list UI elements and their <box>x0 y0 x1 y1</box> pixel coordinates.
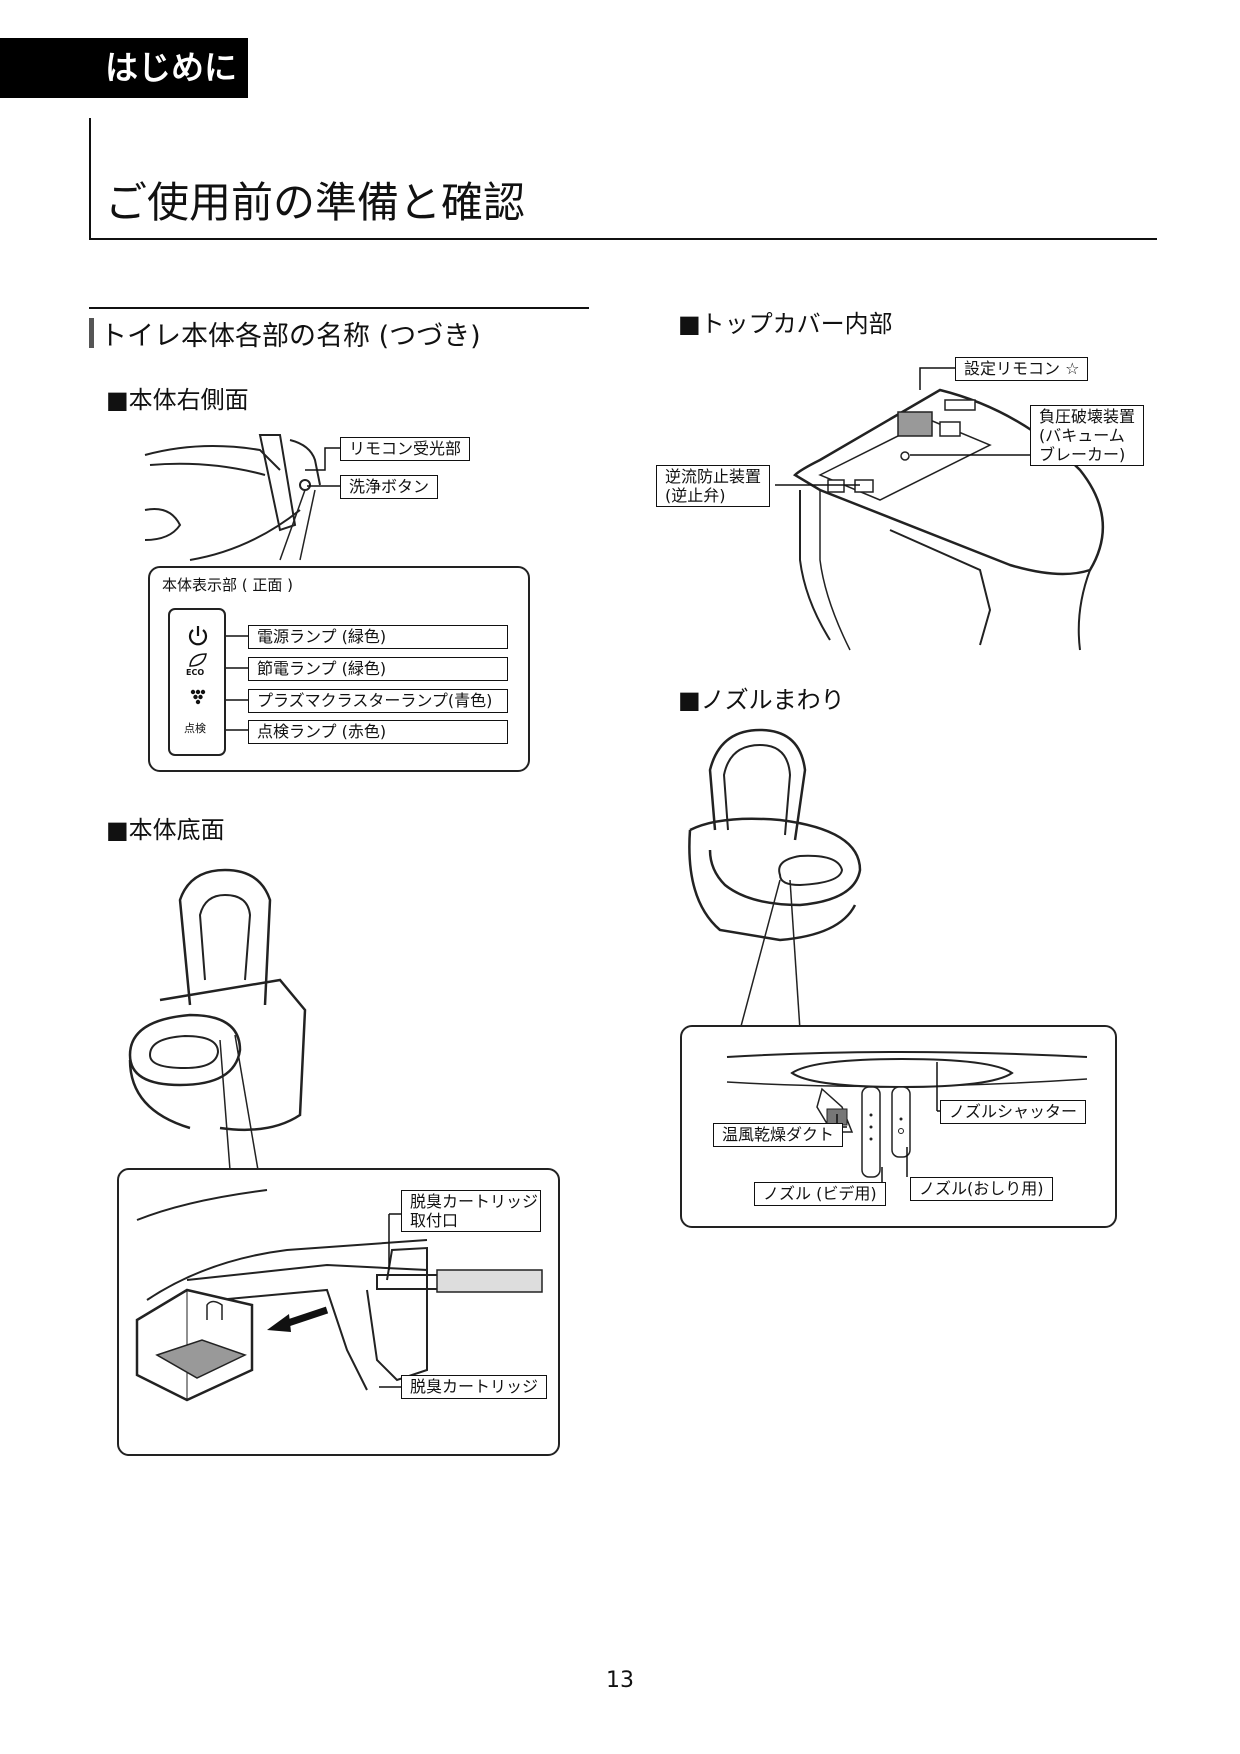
eco-leaf-icon <box>189 653 207 667</box>
label-flush-button: 洗浄ボタン <box>340 475 439 499</box>
top-cover-illustration <box>792 388 1105 651</box>
top-cover-leader-lines <box>775 367 1030 486</box>
label-dryer-duct: 温風乾燥ダクト <box>713 1123 844 1147</box>
nozzle-inset: ノズルシャッター 温風乾燥ダクト ノズル (ビデ用) ノズル(おしり用) <box>680 1025 1117 1228</box>
label-remote-receiver: リモコン受光部 <box>340 437 471 461</box>
chapter-tab: はじめに <box>0 38 248 98</box>
label-power-lamp: 電源ランプ (緑色) <box>248 625 508 649</box>
cartridge-inset: 脱臭カートリッジ 取付口 脱臭カートリッジ <box>117 1168 560 1456</box>
label-eco-lamp: 節電ランプ (緑色) <box>248 657 508 681</box>
toilet-right-side-illustration <box>144 434 321 561</box>
label-cartridge: 脱臭カートリッジ <box>401 1375 548 1399</box>
label-cartridge-port: 脱臭カートリッジ 取付口 <box>401 1190 541 1232</box>
label-backflow-device: 逆流防止装置 (逆止弁) <box>656 465 771 507</box>
label-bidet-nozzle: ノズル (ビデ用) <box>754 1182 886 1206</box>
display-panel-title: 本体表示部 ( 正面 ) <box>162 576 294 594</box>
section-rule <box>89 307 589 309</box>
label-vacuum-breaker: 負圧破壊装置 (バキューム ブレーカー) <box>1030 405 1145 466</box>
display-panel-inset: 本体表示部 ( 正面 ) ECO 点検 電源ランプ (緑色) 節電ランプ (緑色… <box>148 566 530 772</box>
display-panel-strip <box>168 608 226 756</box>
toilet-nozzle-illustration <box>688 728 862 1031</box>
power-icon <box>188 626 208 646</box>
page-title: ご使用前の準備と確認 <box>105 178 526 227</box>
label-settings-remote: 設定リモコン ☆ <box>955 357 1089 381</box>
plasma-cluster-icon <box>190 689 206 705</box>
nozzle-detail-illustration <box>726 1051 1088 1178</box>
label-check-lamp: 点検ランプ (赤色) <box>248 720 508 744</box>
label-nozzle-shutter: ノズルシャッター <box>940 1100 1087 1124</box>
section-bar <box>89 318 94 348</box>
section-title: トイレ本体各部の名称 (つづき) <box>100 321 481 352</box>
title-rule-vertical <box>89 118 91 240</box>
label-washlet-nozzle: ノズル(おしり用) <box>910 1177 1053 1201</box>
right-side-heading: ■本体右側面 <box>106 386 249 414</box>
nozzle-heading: ■ノズルまわり <box>678 686 845 714</box>
toilet-bottom-illustration <box>128 868 307 1171</box>
label-plasma-lamp: プラズマクラスターランプ(青色) <box>248 689 508 713</box>
page-number: 13 <box>606 1668 634 1693</box>
right-side-leader-lines <box>305 447 340 487</box>
check-text: 点検 <box>184 722 206 735</box>
bottom-heading: ■本体底面 <box>106 816 225 844</box>
top-cover-heading: ■トップカバー内部 <box>678 310 893 338</box>
cartridge-illustration <box>135 1189 543 1402</box>
eco-text: ECO <box>186 668 205 677</box>
title-rule-horizontal <box>89 238 1157 240</box>
